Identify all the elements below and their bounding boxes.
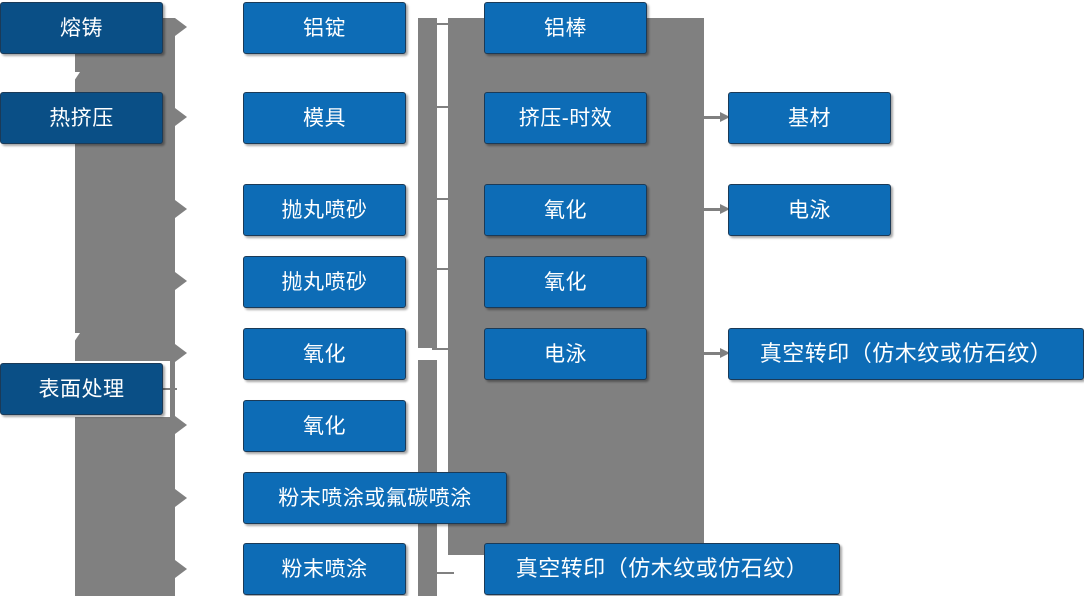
stage-label: 熔铸 [60,16,103,40]
step-label: 粉末喷涂 [281,557,368,581]
step-box-powder-or-fluorocarbon-coating[interactable]: 粉末喷涂或氟碳喷涂 [243,472,507,524]
step-box-aluminum-ingot[interactable]: 铝锭 [243,2,406,54]
step-label: 电泳 [544,342,587,366]
step-box-shot-blasting-1[interactable]: 抛丸喷砂 [243,184,406,236]
nub-left-to-c2-2 [175,108,187,126]
step-label: 粉末喷涂或氟碳喷涂 [278,486,472,510]
step-box-vacuum-transfer-bottom[interactable]: 真空转印（仿木纹或仿石纹） [484,543,840,595]
arrow-to-electrophoresis [704,204,730,215]
result-box-vacuum-transfer[interactable]: 真空转印（仿木纹或仿石纹） [728,328,1084,380]
down-arrow-melt-to-extrude [68,72,80,81]
step-label: 氧化 [303,414,346,438]
step-label: 铝棒 [544,16,587,40]
step-box-oxidation-3[interactable]: 氧化 [484,184,647,236]
step-label: 模具 [303,106,346,130]
result-box-base-material[interactable]: 基材 [728,92,891,144]
step-box-oxidation-2[interactable]: 氧化 [243,400,406,452]
step-box-powder-coating[interactable]: 粉末喷涂 [243,543,406,595]
step-box-extrusion-aging[interactable]: 挤压-时效 [484,92,647,144]
step-box-aluminum-bar[interactable]: 铝棒 [484,2,647,54]
result-label: 真空转印（仿木纹或仿石纹） [759,341,1053,366]
down-arrow-extrude-to-surface [68,333,80,342]
connector-tie-4 [432,268,454,270]
result-box-electrophoresis[interactable]: 电泳 [728,184,891,236]
connector-tie-3 [432,198,454,200]
step-label: 抛丸喷砂 [281,270,368,294]
connector-tie-6 [432,572,454,574]
nub-left-to-c2-6 [175,416,187,434]
nub-left-to-c2-4 [175,272,187,290]
stage-box-melt-casting[interactable]: 熔铸 [0,2,163,54]
result-label: 电泳 [788,198,831,222]
step-label: 氧化 [544,270,587,294]
step-box-shot-blasting-2[interactable]: 抛丸喷砂 [243,256,406,308]
step-label: 氧化 [303,342,346,366]
step-label: 真空转印（仿木纹或仿石纹） [515,556,809,581]
step-label: 铝锭 [303,16,346,40]
connector-tie-2 [432,106,454,108]
step-label: 抛丸喷砂 [281,198,368,222]
nub-left-to-c2-5 [175,344,187,362]
connector-riser-upper [418,18,437,348]
nub-left-to-c2-3 [175,200,187,218]
step-box-electrophoresis-mid[interactable]: 电泳 [484,328,647,380]
step-box-oxidation-4[interactable]: 氧化 [484,256,647,308]
nub-left-to-c2-1 [175,18,187,36]
connector-tie-1 [432,23,454,25]
stage-box-hot-extrusion[interactable]: 热挤压 [0,92,163,144]
nub-left-to-c2-8 [175,560,187,578]
arrow-to-vacuum-transfer [704,348,730,359]
step-label: 挤压-时效 [518,106,613,130]
step-box-oxidation-1[interactable]: 氧化 [243,328,406,380]
result-label: 基材 [788,106,831,130]
step-box-mold[interactable]: 模具 [243,92,406,144]
stage-label: 表面处理 [38,377,125,401]
nub-left-to-c2-7 [175,489,187,507]
connector-tie-5 [432,348,454,350]
connector-line-surface [163,388,177,390]
stage-box-surface-treatment[interactable]: 表面处理 [0,363,163,415]
arrow-to-basematerial [704,112,730,123]
step-label: 氧化 [544,198,587,222]
stage-label: 热挤压 [49,106,114,130]
